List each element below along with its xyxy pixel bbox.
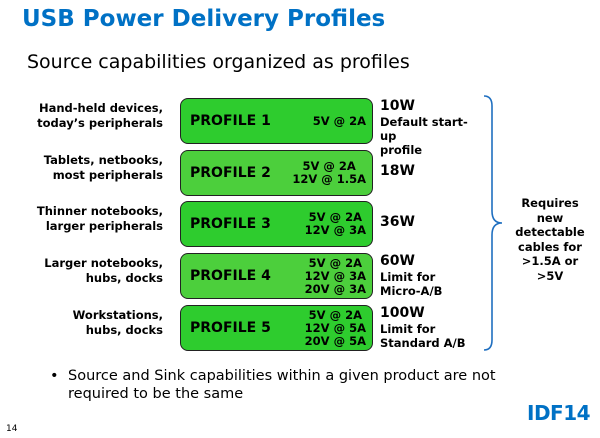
spec-line: 5V @ 2A — [312, 113, 366, 128]
wattage: 60W — [380, 253, 415, 269]
profile-row: Thinner notebooks,larger peripherals PRO… — [0, 201, 480, 247]
spec-line: 20V @ 5A — [304, 333, 366, 348]
spec-line: 5V @ 2A — [308, 255, 362, 270]
power-note: Default start-up — [380, 115, 468, 143]
profile-name: PROFILE 3 — [190, 216, 271, 232]
bullet-line: Source and Sink capabilities within a gi… — [68, 368, 496, 384]
device-line: larger peripherals — [45, 219, 163, 233]
profile-name: PROFILE 4 — [190, 268, 271, 284]
device-types: Workstations,hubs, docks — [3, 308, 163, 338]
page-number: 14 — [6, 424, 18, 434]
device-line: today’s peripherals — [37, 116, 163, 130]
spec-line: 12V @ 3A — [304, 223, 366, 237]
bullet-point: • Source and Sink capabilities within a … — [50, 367, 496, 403]
power-note: Standard A/B — [380, 336, 466, 350]
spec-line: 5V @ 2A — [302, 159, 356, 173]
spec-line: 12V @ 5A — [304, 320, 366, 335]
slide-subtitle: Source capabilities organized as profile… — [27, 51, 410, 73]
profile-specs: 5V @ 2A — [313, 99, 366, 143]
wattage: 18W — [380, 163, 415, 179]
bullet-dot-icon: • — [50, 368, 59, 384]
profile-row: Larger notebooks,hubs, docks PROFILE 4 5… — [0, 253, 480, 299]
device-line: Workstations, — [72, 308, 163, 322]
req-line: Requires — [521, 196, 579, 210]
device-line: hubs, docks — [85, 323, 163, 337]
profile-row: Tablets, netbooks,most peripherals PROFI… — [0, 150, 480, 196]
profile-name: PROFILE 2 — [190, 165, 271, 181]
spec-line: 5V @ 2A — [308, 210, 362, 224]
power-note: profile — [380, 143, 423, 157]
profile-row: Hand-held devices,today’s peripherals PR… — [0, 98, 480, 157]
device-types: Hand-held devices,today’s peripherals — [3, 101, 163, 131]
bullet-line: required to be the same — [68, 386, 244, 402]
device-line: hubs, docks — [85, 271, 163, 285]
profile-power: 18W — [380, 163, 415, 180]
spec-line: 12V @ 3A — [304, 268, 366, 283]
idf-logo: IDF14 — [527, 401, 591, 425]
device-line: most peripherals — [52, 168, 163, 182]
req-line: new — [536, 210, 564, 225]
req-line: >5V — [536, 268, 564, 283]
profile-row: Workstations,hubs, docks PROFILE 5 5V @ … — [0, 305, 480, 351]
wattage: 100W — [380, 305, 425, 321]
device-line: Tablets, netbooks, — [43, 153, 163, 167]
req-line: >1.5A or — [521, 254, 579, 268]
profile-name: PROFILE 5 — [190, 320, 271, 336]
device-line: Hand-held devices, — [38, 101, 163, 115]
device-types: Tablets, netbooks,most peripherals — [3, 153, 163, 183]
spec-line: 20V @ 3A — [304, 281, 366, 296]
req-line: cables for — [518, 239, 582, 254]
device-line: Thinner notebooks, — [36, 204, 163, 218]
brace-icon — [483, 95, 503, 351]
power-note: Limit for — [380, 270, 436, 284]
wattage: 36W — [380, 214, 415, 230]
device-line: Larger notebooks, — [44, 256, 163, 270]
wattage: 10W — [380, 98, 415, 114]
spec-line: 5V @ 2A — [308, 307, 362, 322]
cable-requirement-note: Requires new detectable cables for >1.5A… — [508, 196, 592, 283]
profile-box: PROFILE 1 5V @ 2A — [180, 98, 373, 144]
req-line: detectable — [515, 225, 585, 239]
power-note: Micro-A/B — [380, 284, 443, 298]
device-types: Larger notebooks,hubs, docks — [3, 256, 163, 286]
profile-name: PROFILE 1 — [190, 113, 271, 129]
power-note: Limit for — [380, 322, 436, 336]
device-types: Thinner notebooks,larger peripherals — [3, 204, 163, 234]
slide-title: USB Power Delivery Profiles — [22, 6, 386, 32]
profile-power: 36W — [380, 214, 415, 231]
spec-line: 12V @ 1.5A — [292, 172, 366, 186]
